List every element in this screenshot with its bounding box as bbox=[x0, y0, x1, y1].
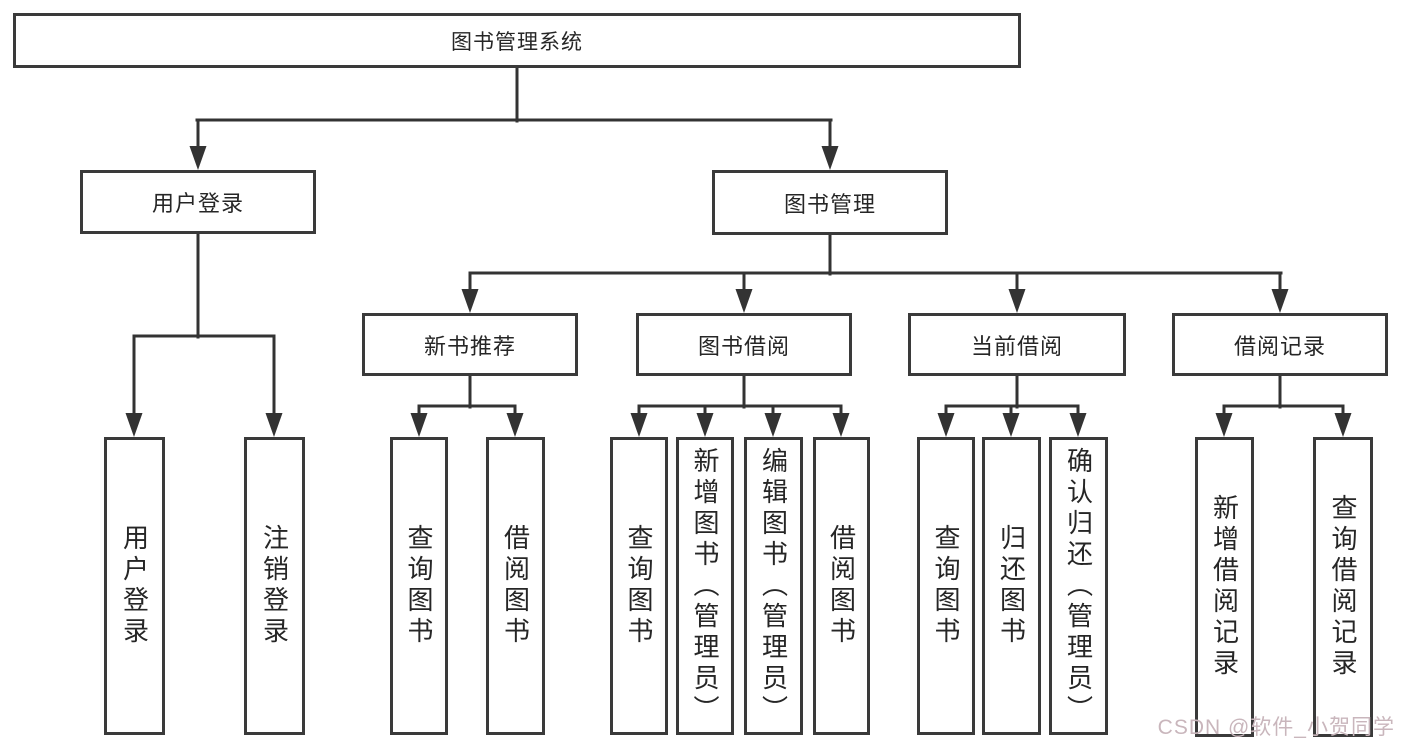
leaf-borrow-books-1: 借阅图书 bbox=[486, 437, 545, 735]
node-label: 归还图书 bbox=[996, 524, 1027, 648]
leaf-return-books: 归还图书 bbox=[982, 437, 1041, 735]
node-label: 用户登录 bbox=[151, 191, 244, 216]
node-label: 查询图书 bbox=[931, 524, 961, 648]
leaf-query-books-1: 查询图书 bbox=[390, 437, 448, 735]
node-current-borrowing: 当前借阅 bbox=[908, 313, 1126, 376]
arrowhead-icon bbox=[630, 413, 648, 437]
arrowhead-icon bbox=[821, 146, 839, 170]
node-label: 注销登录 bbox=[259, 524, 290, 648]
arrowhead-icon bbox=[1271, 289, 1289, 313]
arrowhead-icon bbox=[1008, 289, 1026, 313]
node-label: 确认归还（管理员） bbox=[1063, 446, 1094, 726]
arrowhead-icon bbox=[461, 289, 479, 313]
arrowhead-icon bbox=[265, 413, 283, 437]
node-label: 借阅图书 bbox=[500, 524, 531, 648]
leaf-add-borrow-record: 新增借阅记录 bbox=[1195, 437, 1254, 737]
arrowhead-icon bbox=[1002, 413, 1020, 437]
arrowhead-icon bbox=[832, 413, 850, 437]
leaf-edit-books-admin: 编辑图书（管理员） bbox=[744, 437, 803, 735]
node-label: 查询图书 bbox=[624, 524, 654, 648]
csdn-watermark: CSDN @软件_小贺同学 bbox=[1157, 716, 1395, 739]
node-user-login: 用户登录 bbox=[80, 170, 316, 234]
arrowhead-icon bbox=[764, 413, 782, 437]
node-book-management: 图书管理 bbox=[712, 170, 948, 235]
node-label: 查询图书 bbox=[404, 524, 434, 648]
leaf-confirm-return-admin: 确认归还（管理员） bbox=[1049, 437, 1108, 735]
leaf-add-books-admin: 新增图书（管理员） bbox=[676, 437, 734, 735]
node-label: 当前借阅 bbox=[970, 333, 1063, 359]
leaf-borrow-books-2: 借阅图书 bbox=[813, 437, 870, 735]
leaf-user-login: 用户登录 bbox=[104, 437, 165, 735]
node-book-borrowing: 图书借阅 bbox=[636, 313, 852, 376]
arrowhead-icon bbox=[735, 289, 753, 313]
leaf-query-books-3: 查询图书 bbox=[917, 437, 975, 735]
node-label: 新增借阅记录 bbox=[1209, 494, 1240, 680]
node-label: 查询借阅记录 bbox=[1328, 494, 1358, 680]
arrowhead-icon bbox=[937, 413, 955, 437]
arrowhead-icon bbox=[189, 146, 207, 170]
node-label: 图书管理系统 bbox=[451, 30, 583, 54]
leaf-logout: 注销登录 bbox=[244, 437, 305, 735]
leaf-query-borrow-record: 查询借阅记录 bbox=[1313, 437, 1373, 737]
arrowhead-icon bbox=[125, 413, 143, 437]
node-borrowing-records: 借阅记录 bbox=[1172, 313, 1388, 376]
arrowhead-icon bbox=[1334, 413, 1352, 437]
node-label: 图书借阅 bbox=[697, 333, 790, 359]
arrowhead-icon bbox=[1215, 413, 1233, 437]
node-label: 借阅图书 bbox=[826, 524, 857, 648]
arrowhead-icon bbox=[1069, 413, 1087, 437]
leaf-query-books-2: 查询图书 bbox=[610, 437, 668, 735]
node-label: 借阅记录 bbox=[1233, 333, 1326, 359]
node-label: 新增图书（管理员） bbox=[690, 446, 720, 726]
node-new-book-recommend: 新书推荐 bbox=[362, 313, 578, 376]
arrowhead-icon bbox=[410, 413, 428, 437]
node-label: 图书管理 bbox=[783, 191, 876, 217]
node-label: 用户登录 bbox=[119, 524, 150, 648]
node-label: 编辑图书（管理员） bbox=[758, 446, 789, 726]
arrowhead-icon bbox=[696, 413, 714, 437]
arrowhead-icon bbox=[506, 413, 524, 437]
node-label: 新书推荐 bbox=[423, 333, 516, 359]
node-library-management-system: 图书管理系统 bbox=[13, 13, 1021, 68]
